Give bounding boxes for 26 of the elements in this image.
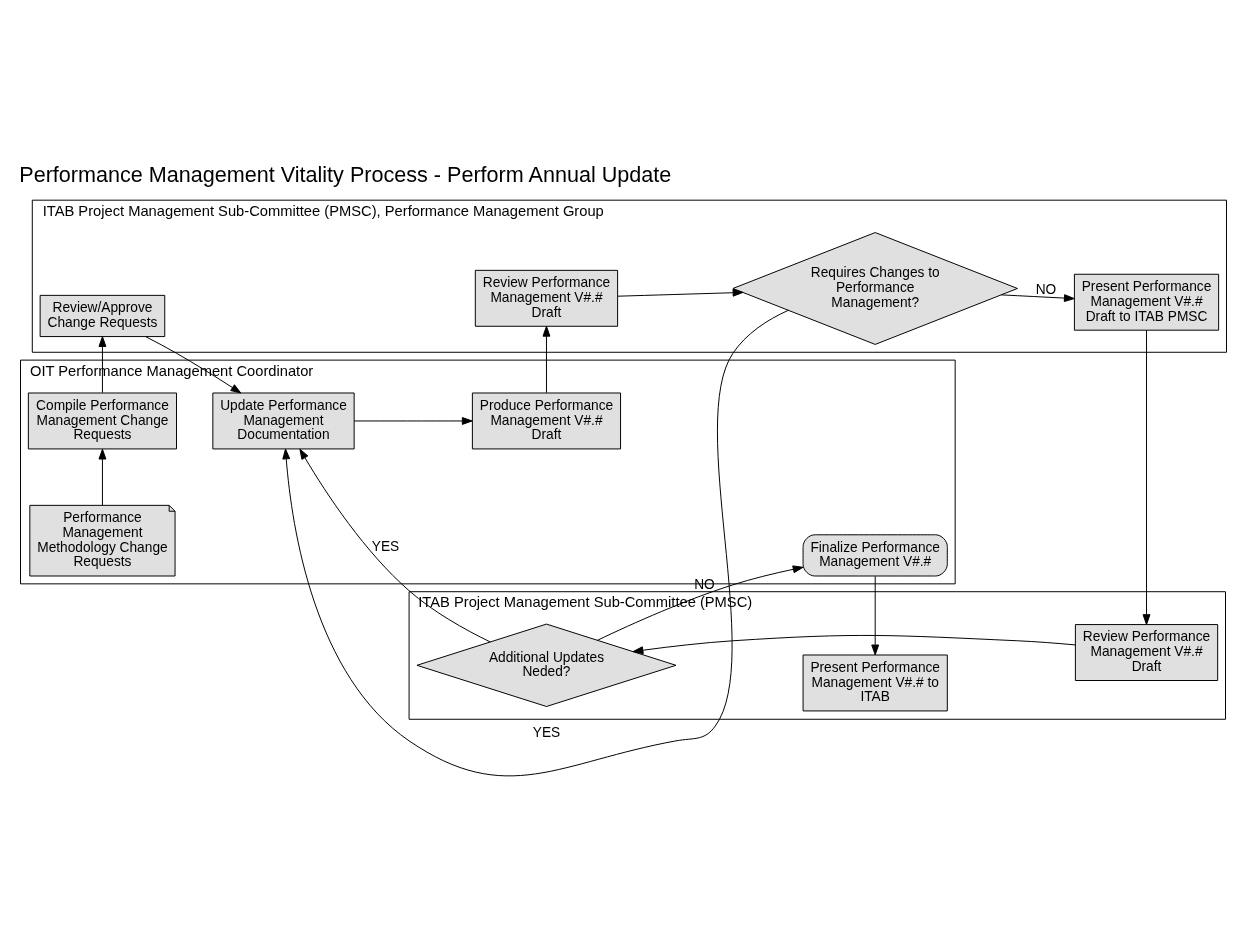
node-box: Present Performance Management V#.# Draft to ITAB PMSC	[1073, 273, 1220, 331]
arrow	[871, 575, 880, 656]
arrow	[353, 417, 473, 425]
node-box: Review Performance Management V#.# Draft	[1074, 624, 1219, 681]
node-box: Review Performance Management V#.# Draft	[474, 269, 619, 327]
diagram-title: Performance Management Vitality Process - Perform Annual Update	[19, 162, 672, 188]
arrow	[98, 336, 107, 394]
node-diamond: Additional Updates Neded?	[416, 623, 677, 707]
edge-label: YES	[532, 725, 561, 741]
edge-label: NO	[1035, 281, 1057, 297]
arrow	[617, 288, 744, 297]
arrow	[299, 448, 491, 643]
arrow	[597, 565, 804, 641]
node-box: Finalize Performance Management V#.#	[802, 534, 948, 577]
node-box: Compile Performance Management Change Requests	[27, 392, 177, 450]
arrow	[1000, 294, 1075, 302]
arrow	[1142, 329, 1151, 625]
arrow	[282, 309, 789, 777]
arrow	[542, 325, 551, 394]
node-box: Review/Approve Change Requests	[39, 294, 166, 338]
arrow	[98, 448, 107, 506]
edge-label: YES	[371, 538, 400, 554]
node-box: Present Performance Management V#.# to ITAB	[802, 654, 948, 712]
node-box: Update Performance Management Documentation	[212, 392, 355, 450]
node-box: Produce Performance Management V#.# Draft	[471, 392, 622, 450]
arrow	[632, 635, 1076, 655]
